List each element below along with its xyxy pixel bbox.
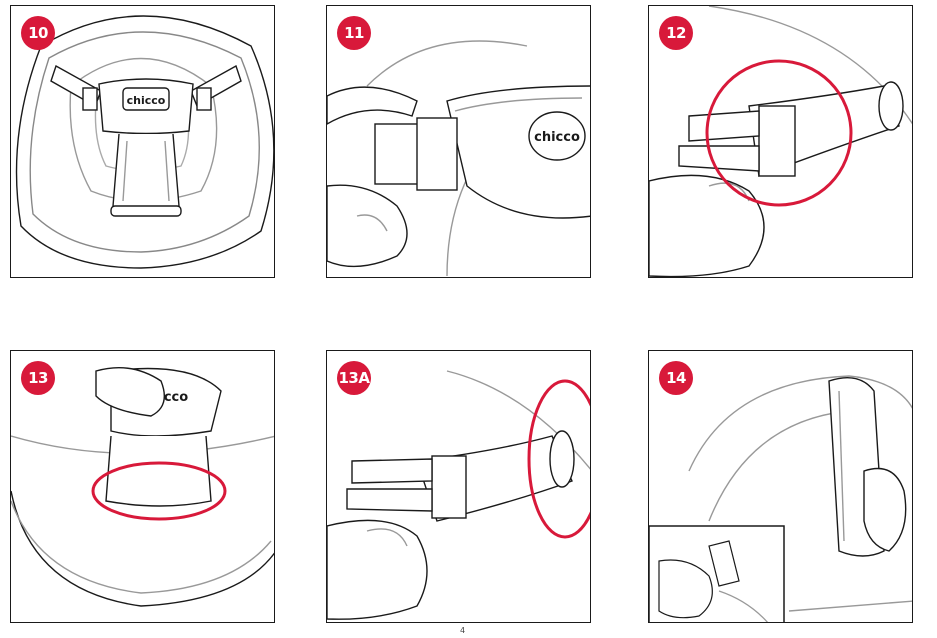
seat-cover-illustration: cco [11, 366, 274, 607]
seat-harness-illustration: chicco [15, 15, 274, 269]
step-panel-13: 13 cco [10, 350, 275, 623]
brand-logo-text: cco [164, 390, 188, 405]
step-badge: 12 [659, 16, 693, 50]
step-panel-12: 12 [648, 5, 913, 278]
strap-slot-illustration [327, 370, 590, 620]
step-panel-14: 14 [648, 350, 913, 623]
cover-removal-illustration [649, 375, 912, 622]
step-panel-11: 11 chicco [326, 5, 591, 278]
step-badge: 14 [659, 361, 693, 395]
brand-logo-text: chicco [127, 94, 166, 107]
buckle-fasten-illustration: chicco [327, 40, 590, 277]
highlight-circle [705, 59, 853, 207]
highlight-ellipse [527, 379, 590, 539]
brand-logo-text: chicco [534, 130, 580, 145]
detail-inset [649, 525, 785, 622]
buckle-release-illustration [649, 6, 912, 277]
highlight-ellipse [91, 461, 227, 521]
step-badge: 10 [21, 16, 55, 50]
step-badge: 11 [337, 16, 371, 50]
step-panel-10: 10 chicco [10, 5, 275, 278]
page-number: 4 [460, 626, 466, 635]
step-badge: 13A [337, 361, 371, 395]
step-badge: 13 [21, 361, 55, 395]
step-panel-13a: 13A [326, 350, 591, 623]
